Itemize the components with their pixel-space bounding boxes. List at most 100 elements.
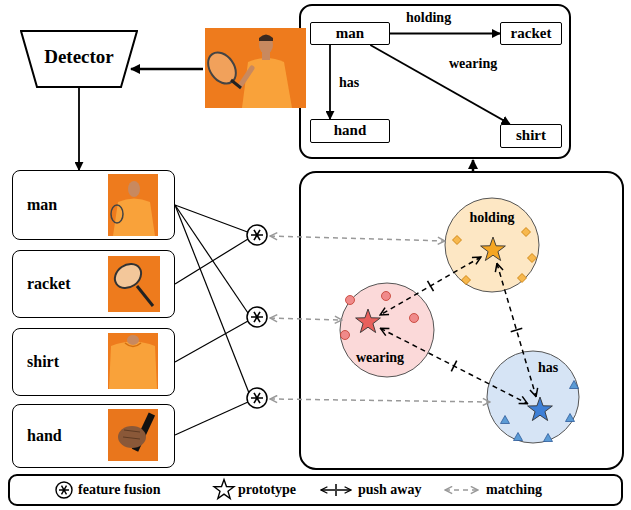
scene-graph-panel: [300, 5, 570, 158]
sample-triangle: [544, 434, 553, 442]
legend-panel: [9, 475, 622, 505]
trapezoid-shape: [21, 31, 137, 87]
sample-triangle: [566, 414, 575, 422]
sample-dot: [410, 314, 419, 323]
node-label: wearing: [356, 350, 404, 366]
crop-neck: [127, 335, 139, 345]
connector-path: [380, 328, 527, 403]
prototype-star: [356, 309, 381, 333]
sample-diamond: [522, 228, 531, 237]
fusion-wire: [175, 239, 248, 284]
sample-diamond: [518, 274, 527, 283]
sample-diamond: [528, 254, 537, 263]
prototype-star: [528, 397, 553, 421]
photo-racket-handle: [231, 80, 241, 88]
crop-background: [108, 409, 158, 461]
sample-diamond: [462, 276, 471, 285]
holding-samples: [453, 228, 537, 285]
cluster-ellipse: [340, 283, 434, 377]
relation-arrow: [79, 88, 80, 170]
crop-head: [128, 181, 140, 197]
edge-label: has: [337, 75, 361, 91]
legend-text: prototype: [238, 482, 296, 498]
crop-background: [108, 256, 160, 312]
node-label: holding: [469, 210, 514, 226]
wearing-samples: [341, 292, 419, 340]
cluster-ellipse: [487, 351, 579, 443]
node-label: racket: [27, 275, 71, 293]
fusion-wire: [175, 402, 248, 435]
relation-arrow: [330, 45, 331, 119]
crop-shirt: [109, 342, 157, 390]
sample-dot: [382, 292, 391, 301]
prototype-star: [481, 237, 506, 261]
detector-trapezoid: Detector: [20, 30, 138, 88]
sample-dot: [341, 331, 350, 340]
fusion-symbol: [247, 307, 267, 327]
cluster-outline: [486, 350, 580, 444]
legend-push-away-symbol: [321, 484, 351, 496]
scene-object-box: shirt: [500, 124, 562, 148]
relation-arrow: [370, 45, 510, 124]
matching-arrow: [270, 236, 445, 241]
crop-racket: [111, 205, 123, 223]
scene-object-box: hand: [310, 119, 390, 143]
input-photo: [202, 28, 306, 108]
node-label: has: [538, 360, 558, 376]
sample-triangle: [570, 381, 579, 389]
fusion-symbol: [247, 388, 267, 408]
shirt-crop: [108, 333, 158, 389]
sample-triangle: [501, 416, 510, 424]
matching-arrow: [270, 318, 342, 320]
racket-crop: [108, 256, 160, 312]
has-samples: [501, 381, 579, 442]
crop-shirt: [113, 199, 155, 237]
photo-racket: [202, 47, 241, 89]
connector-path: [380, 257, 481, 315]
legend-prototype-star: [214, 480, 234, 499]
push-away-arrow: [380, 257, 481, 315]
crop-collar: [125, 343, 141, 347]
legend-text: push away: [358, 482, 421, 498]
matching-arrow: [270, 399, 490, 402]
relation-arrow: [390, 33, 500, 34]
prototype-space-panel: [300, 172, 623, 469]
node-label: hand: [27, 427, 62, 445]
man-crop: [108, 174, 158, 236]
scene-object-box: man: [310, 22, 390, 45]
fusion-wire: [175, 205, 249, 393]
push-away-arrow: [497, 263, 536, 396]
push-away-arrow: [380, 328, 527, 403]
node-label: Detector: [44, 46, 114, 68]
sample-diamond: [453, 236, 462, 245]
edge-label: holding: [404, 10, 453, 26]
legend-text: feature fusion: [78, 482, 161, 498]
fusion-wire: [175, 321, 248, 362]
photo-shirt: [242, 58, 292, 108]
fusion-wire: [175, 205, 248, 232]
connector-path: [370, 45, 510, 124]
output-arrow: [472, 160, 475, 171]
node-label: man: [27, 196, 57, 214]
fusion-wires: [175, 205, 249, 435]
predicate-cluster: has: [486, 350, 580, 444]
crop-racket-handle: [137, 286, 153, 306]
scene-object-box: racket: [500, 22, 562, 45]
cluster-ellipse: [445, 198, 539, 292]
node-label: shirt: [516, 127, 546, 144]
matching-arrows: [270, 236, 490, 402]
sample-triangle: [514, 433, 523, 441]
node-label: man: [336, 25, 364, 42]
edge-label: wearing: [447, 56, 499, 72]
connector-path: [329, 45, 331, 119]
photo-arm: [240, 68, 252, 86]
crop-background: [108, 333, 158, 389]
legend-matching-arrow: [445, 489, 478, 491]
crop-finger: [123, 437, 140, 439]
connector-path: [390, 33, 500, 35]
spacer: [160, 160, 473, 171]
push-away-bar: [428, 281, 434, 291]
node-label: hand: [334, 122, 367, 139]
input-arrow: [131, 68, 203, 71]
